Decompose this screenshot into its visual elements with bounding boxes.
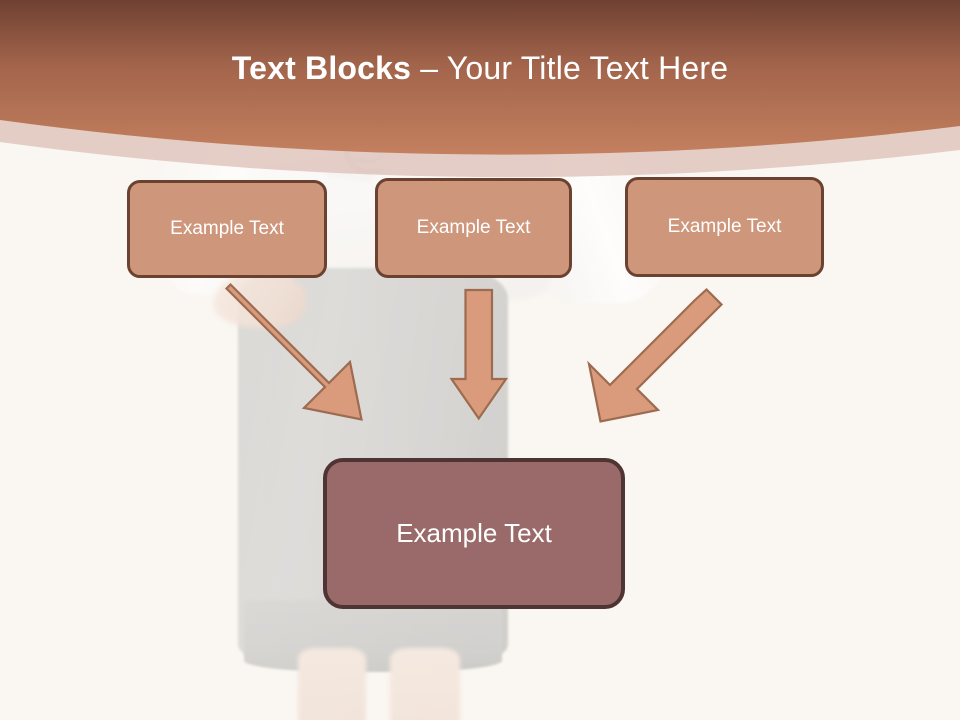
example-box-3[interactable]: Example Text (625, 177, 824, 277)
photo-right-leg (390, 648, 460, 720)
photo-collar-right (382, 103, 442, 183)
example-box-1-label: Example Text (170, 218, 284, 239)
page-title-regular: Your Title Text Here (446, 50, 729, 86)
page-title-separator: – (411, 50, 447, 86)
page-title-bold: Text Blocks (231, 50, 412, 86)
example-box-3-label: Example Text (667, 216, 782, 237)
photo-left-hand (214, 272, 306, 328)
photo-skirt-hem (244, 600, 502, 672)
example-box-2-label: Example Text (416, 217, 531, 238)
example-box-2[interactable]: Example Text (375, 178, 572, 278)
example-box-result-label: Example Text (396, 518, 552, 548)
example-box-1[interactable]: Example Text (127, 180, 327, 278)
example-box-result[interactable]: Example Text (323, 458, 625, 609)
photo-left-leg (298, 648, 366, 720)
page-title: Text Blocks – Your Title Text Here (0, 50, 960, 87)
